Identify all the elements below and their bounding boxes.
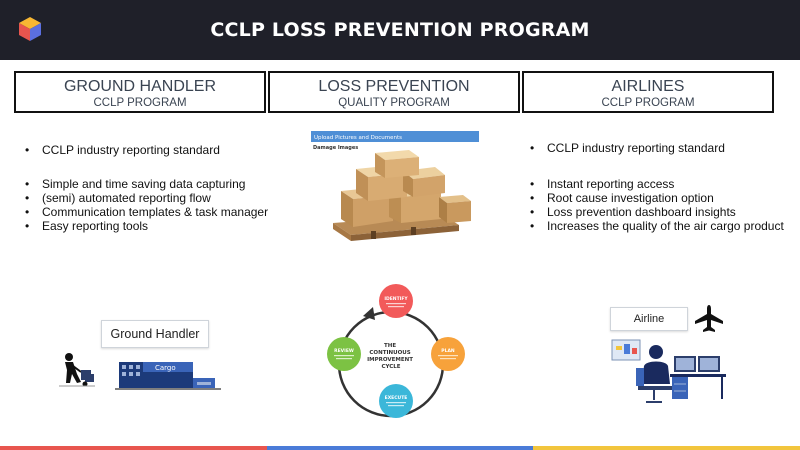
footer-stripe-yellow: [533, 446, 800, 450]
worker-icon: [59, 353, 95, 387]
cargo-label: Cargo: [155, 364, 176, 372]
airplane-icon: [695, 305, 723, 332]
svg-text:REVIEW: REVIEW: [334, 348, 354, 354]
cube-logo-icon: [19, 17, 41, 41]
svg-text:EXECUTE: EXECUTE: [385, 395, 408, 401]
airlines-top-list: CCLP industry reporting standard: [525, 141, 725, 155]
continuous-improvement-cycle: THE CONTINUOUS IMPROVEMENT CYCLE IDENTIF…: [327, 284, 465, 418]
airlines-subtitle: CCLP PROGRAM: [601, 97, 695, 109]
screenshot-header: Upload Pictures and Documents: [314, 135, 402, 141]
cargo-truck-icon: Cargo: [115, 362, 221, 390]
list-item: Simple and time saving data capturing: [20, 177, 268, 191]
header-bar: CCLP LOSS PREVENTION PROGRAM: [0, 0, 800, 60]
list-item: Loss prevention dashboard insights: [525, 205, 784, 219]
ground-handler-box: GROUND HANDLER CCLP PROGRAM: [14, 71, 266, 113]
list-item: Increases the quality of the air cargo p…: [525, 219, 784, 233]
svg-text:PLAN: PLAN: [441, 348, 455, 354]
svg-text:IDENTIFY: IDENTIFY: [384, 296, 408, 302]
damage-images-screenshot: Upload Pictures and Documents Damage Ima…: [311, 131, 479, 241]
screenshot-caption: Damage Images: [313, 145, 358, 151]
operator-icon: [636, 345, 672, 403]
airline-label: Airline: [610, 307, 688, 331]
airlines-feature-list: Instant reporting access Root cause inve…: [525, 177, 784, 233]
loss-prevention-box: LOSS PREVENTION QUALITY PROGRAM: [268, 71, 520, 113]
list-item: Communication templates & task manager: [20, 205, 268, 219]
cycle-step-plan: PLAN: [431, 337, 465, 371]
workstation-icon: [670, 356, 726, 399]
ground-handler-title: GROUND HANDLER: [63, 78, 216, 95]
ground-handler-subtitle: CCLP PROGRAM: [93, 97, 187, 109]
page-title: CCLP LOSS PREVENTION PROGRAM: [210, 19, 590, 41]
cycle-step-execute: EXECUTE: [379, 384, 413, 418]
footer-stripe-red: [0, 446, 267, 450]
cycle-step-review: REVIEW: [327, 337, 361, 371]
cycle-step-identify: IDENTIFY: [379, 284, 413, 318]
airlines-box: AIRLINES CCLP PROGRAM: [522, 71, 774, 113]
loss-prevention-title: LOSS PREVENTION: [318, 78, 470, 95]
footer-stripe-blue: [267, 446, 533, 450]
list-item: Root cause investigation option: [525, 191, 784, 205]
cycle-center-text: THE CONTINUOUS IMPROVEMENT CYCLE: [367, 343, 415, 370]
cycle-arrow-icon: [363, 307, 375, 320]
list-item: Easy reporting tools: [20, 219, 268, 233]
loss-prevention-subtitle: QUALITY PROGRAM: [338, 97, 450, 109]
list-item: (semi) automated reporting flow: [20, 191, 268, 205]
list-item: Instant reporting access: [525, 177, 784, 191]
list-item: CCLP industry reporting standard: [525, 141, 725, 155]
airlines-title: AIRLINES: [611, 78, 685, 95]
ground-handler-label: Ground Handler: [101, 320, 209, 348]
ground-handler-feature-list: Simple and time saving data capturing (s…: [20, 177, 268, 233]
ground-handler-illustration: Cargo: [59, 353, 221, 390]
cardboard-boxes-icon: [341, 150, 471, 227]
list-item: CCLP industry reporting standard: [20, 143, 220, 157]
ground-handler-top-list: CCLP industry reporting standard: [20, 143, 220, 157]
airline-office-illustration: [611, 339, 726, 403]
